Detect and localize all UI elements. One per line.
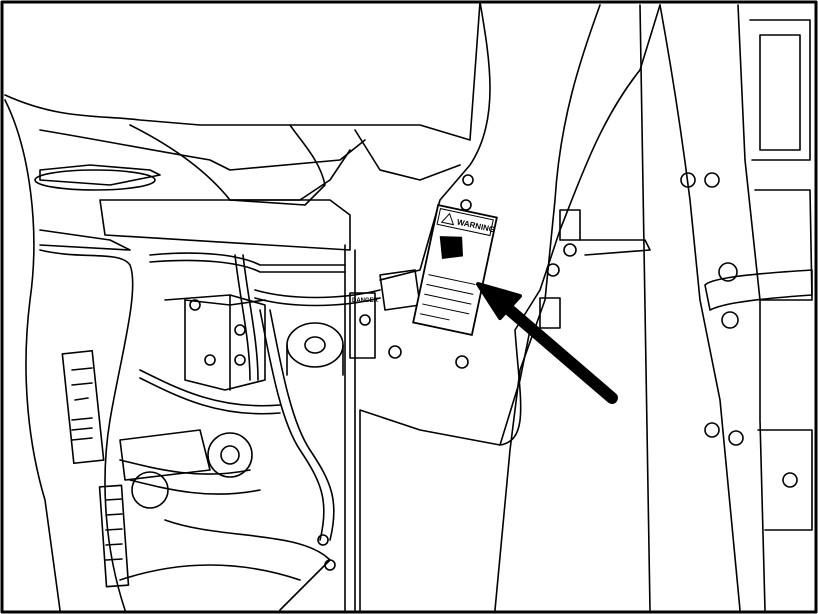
lower-pump-assembly (119, 429, 331, 611)
warning-decal: WARNING (412, 204, 498, 336)
danger-decal-lower (98, 484, 130, 588)
valve-handle (460, 174, 651, 329)
callout-arrow (476, 282, 618, 404)
center-mount-plate (317, 244, 469, 611)
danger-decal-title: DANGER (352, 298, 379, 304)
small-danger-decal (349, 292, 376, 359)
boom-arm (359, 1, 661, 611)
overhead-frame (4, 1, 481, 251)
hydraulic-valve-block (164, 294, 266, 391)
right-tower (639, 4, 813, 611)
danger-decal-upper (61, 349, 105, 465)
filter-canister (286, 322, 344, 376)
hydraulic-hoses (119, 252, 381, 541)
left-side-panel (4, 99, 134, 611)
